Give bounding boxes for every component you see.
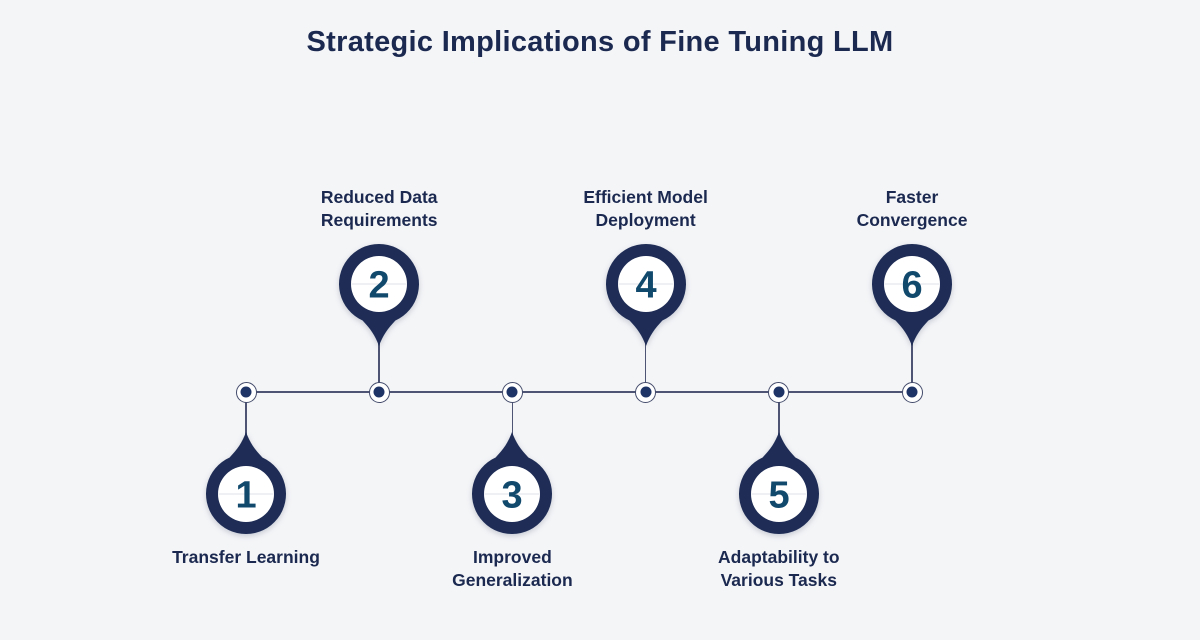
item-label-line: Faster [885, 187, 939, 207]
timeline-node-dot [240, 386, 252, 398]
item-label-line: Reduced Data [320, 187, 438, 207]
timeline-node-dot [640, 386, 652, 398]
timeline-node [901, 381, 923, 403]
pin-marker-icon: 4 [605, 244, 686, 346]
timeline-node [368, 381, 390, 403]
timeline-node-dot [906, 386, 918, 398]
pin-number: 5 [768, 475, 789, 517]
pin-marker-icon: 6 [872, 244, 952, 346]
timeline-node [501, 381, 523, 403]
pin-number: 6 [901, 265, 922, 307]
pin-number: 1 [235, 475, 256, 517]
pin-marker-icon: 5 [738, 432, 819, 534]
timeline-node [635, 381, 657, 403]
item-label-line: Efficient Model [583, 187, 708, 207]
pin-number: 3 [502, 475, 523, 517]
item-label: Transfer Learning [124, 546, 368, 569]
timeline-node-dot [773, 386, 785, 398]
timeline-node [768, 381, 790, 403]
item-label-line: Generalization [452, 570, 573, 590]
timeline-node [235, 381, 257, 403]
item-label-line: Improved [473, 547, 552, 567]
item-label-line: Convergence [856, 210, 968, 230]
item-label-line: Adaptability to [718, 547, 840, 567]
pin-marker-icon: 2 [339, 244, 420, 346]
pin-number: 4 [635, 265, 656, 307]
item-label-line: Transfer Learning [172, 547, 320, 567]
timeline-node-dot [506, 386, 518, 398]
timeline-node-dot [373, 386, 385, 398]
timeline-axis-line [246, 391, 912, 393]
item-label-line: Deployment [595, 210, 696, 230]
pin-number: 2 [369, 265, 390, 307]
item-label: Adaptability to Various Tasks [657, 546, 901, 592]
pin-marker-icon: 3 [472, 432, 553, 534]
item-label-line: Requirements [320, 210, 438, 230]
page-title: Strategic Implications of Fine Tuning LL… [306, 26, 894, 58]
item-label-line: Various Tasks [720, 570, 837, 590]
pin-marker-icon: 1 [206, 432, 286, 534]
